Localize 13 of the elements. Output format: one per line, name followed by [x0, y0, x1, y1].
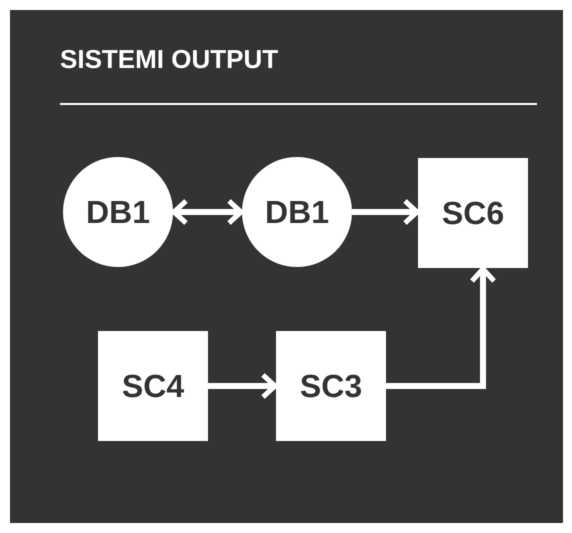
arrow [172, 198, 244, 226]
arrow [386, 266, 496, 389]
node-label: SC6 [442, 194, 504, 233]
arrow [208, 372, 278, 400]
square-node [418, 158, 528, 268]
square-node [98, 331, 208, 441]
node-label: DB1 [86, 193, 150, 232]
node-label: DB1 [264, 193, 329, 232]
title: SISTEMI OUTPUT [60, 46, 278, 72]
node-label: SC3 [300, 367, 362, 406]
arrow [352, 198, 420, 226]
node-label: SC4 [122, 367, 184, 406]
square-node [276, 331, 386, 441]
